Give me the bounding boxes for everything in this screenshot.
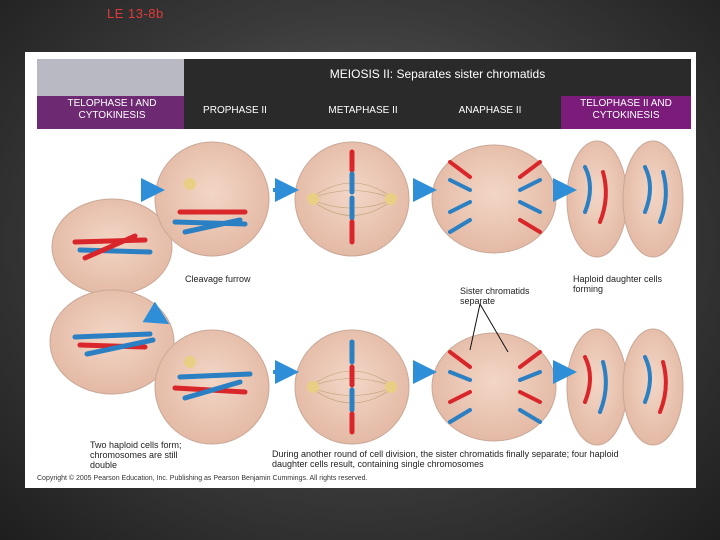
label-haploid-forming: Haploid daughter cells forming [573,274,663,294]
header-left-block [37,59,184,96]
copyright-text: Copyright © 2005 Pearson Education, Inc.… [37,475,368,482]
telophase-i-cells [49,198,175,395]
prophase-ii-cells [154,141,270,445]
stage-arrows [141,178,577,384]
label-cleavage-furrow: Cleavage furrow [185,274,251,284]
metaphase-ii-cells [294,141,410,445]
anaphase-ii-cells [431,144,557,442]
header-purple-right [561,96,691,129]
meiosis-ii-title: MEIOSIS II: Separates sister chromatids [329,67,546,81]
header-purple-left [37,96,184,129]
stage-telophase-i: TELOPHASE I AND CYTOKINESIS [67,98,157,121]
label-two-haploid-cells: Two haploid cells form; chromosomes are … [90,440,182,470]
stage-metaphase-ii: METAPHASE II [328,105,398,116]
label-sister-chromatids: Sister chromatids separate [460,286,530,306]
figure-panel: MEIOSIS II: Separates sister chromatids … [25,52,696,488]
slide-code: LE 13-8b [107,6,164,21]
stage-prophase-ii: PROPHASE II [203,105,267,116]
stage-anaphase-ii: ANAPHASE II [458,105,522,116]
meiosis-illustration [49,140,684,446]
label-during-another-round: During another round of cell division, t… [272,449,619,469]
telophase-ii-cells [566,140,684,446]
stage-telophase-ii: TELOPHASE II AND CYTOKINESIS [580,98,672,121]
